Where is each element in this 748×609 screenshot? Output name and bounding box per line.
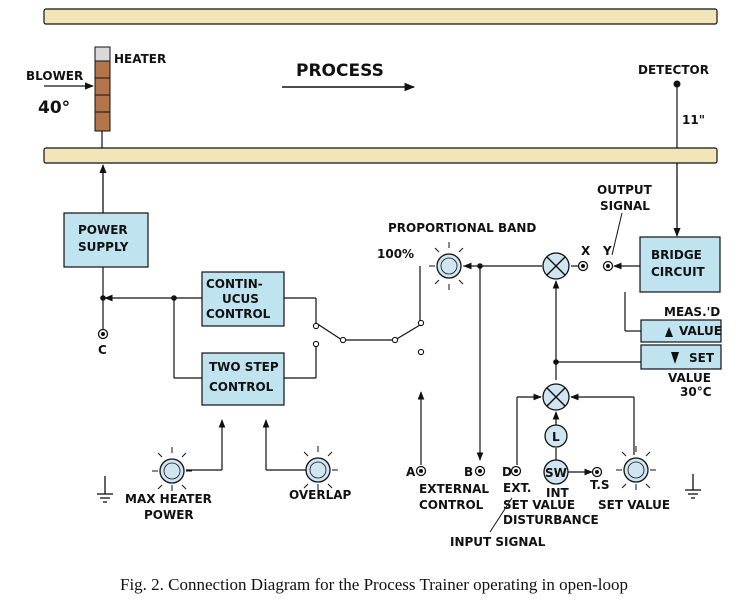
error-signal-line [463, 262, 542, 461]
detector-position-label: 11" [682, 113, 705, 127]
set-value-knob-label: SET VALUE [598, 498, 670, 512]
set-label: SET [689, 351, 715, 365]
max-heater-power-knob[interactable] [152, 447, 192, 491]
input-signal-pointer [489, 497, 513, 533]
bridge-circuit-label-2: CIRCUIT [651, 265, 706, 279]
terminal-c [97, 328, 109, 340]
heater-element [94, 46, 111, 148]
control-output-bus [102, 267, 202, 379]
two-step-control-label-2: CONTROL [209, 380, 274, 394]
bus-junction-1 [171, 295, 177, 301]
measured-label: MEAS.'D [664, 305, 720, 319]
terminal-d [510, 465, 522, 477]
bridge-circuit-label-1: BRIDGE [651, 248, 702, 262]
overlap-knob[interactable] [298, 446, 338, 490]
ext-label: EXT. [503, 481, 531, 495]
set-value-knob[interactable] [616, 446, 656, 490]
blower-temp-label: 40° [38, 98, 70, 118]
switch-contacts [312, 319, 425, 356]
external-control-label-2: CONTROL [419, 498, 484, 512]
power-supply-box [63, 212, 149, 268]
measured-value-label: VALUE [679, 324, 722, 338]
terminal-ts-label: T.S [590, 478, 610, 492]
process-label: PROCESS [296, 61, 384, 81]
set-value-label-2: 30°C [680, 385, 712, 399]
continuous-control-label-3: CONTROL [206, 307, 271, 321]
continuous-control-box [201, 271, 285, 327]
terminal-x [577, 260, 589, 272]
lower-summing-inputs [516, 393, 635, 465]
overlap-label: OVERLAP [289, 488, 352, 502]
power-supply-label-2: SUPPLY [78, 240, 129, 254]
max-heater-power-label-2: POWER [144, 508, 194, 522]
measured-up-icon [665, 327, 673, 337]
detector-probe [673, 80, 681, 148]
set-value-box [640, 344, 722, 370]
heater-label: HEATER [114, 52, 166, 66]
error-signal-junction [477, 263, 483, 269]
terminal-a-label: A [406, 465, 416, 479]
pipe-bottom-wall [43, 147, 718, 164]
input-signal-label: INPUT SIGNAL [450, 535, 546, 549]
terminal-b-label: B [464, 465, 473, 479]
bridge-circuit-box [639, 236, 721, 293]
max-heater-power-label-1: MAX HEATER [125, 492, 212, 506]
two-step-control-label-1: TWO STEP [209, 360, 279, 374]
set-value-label-1: VALUE [668, 371, 711, 385]
terminal-y-label: Y [602, 244, 612, 258]
ground-symbol-left [97, 476, 113, 503]
external-control-label-1: EXTERNAL [419, 482, 489, 496]
continuous-control-label-2: UCUS [222, 292, 259, 306]
terminal-b [474, 465, 486, 477]
power-supply-label-1: POWER [78, 223, 128, 237]
proportional-band-100-label: 100% [377, 247, 414, 261]
pipe-top-wall [43, 8, 718, 25]
measured-set-lines [556, 292, 641, 363]
lamp-l-label: L [552, 430, 560, 444]
mode-selector-switch [284, 266, 421, 379]
detector-label: DETECTOR [638, 63, 709, 77]
continuous-control-label-1: CONTIN- [206, 277, 263, 291]
set-down-icon [671, 352, 679, 364]
terminal-x-label: X [581, 244, 591, 258]
lower-summing-junction [542, 383, 570, 411]
proportional-band-knob[interactable] [429, 242, 469, 290]
lamp-l [544, 424, 568, 448]
set-signal-junction [553, 359, 559, 365]
two-step-control-box [201, 352, 285, 406]
output-signal-pointer [611, 212, 623, 256]
set-value-disturbance-label-1: SET VALUE [503, 498, 575, 512]
terminal-c-label: C [98, 343, 107, 357]
int-label: INT [546, 486, 570, 500]
terminal-ts [591, 466, 603, 478]
upper-summing-junction [542, 252, 570, 280]
ground-symbol-right [685, 474, 701, 499]
terminal-a [415, 465, 427, 477]
set-value-disturbance-label-2: DISTURBANCE [503, 513, 599, 527]
figure-caption: Fig. 2. Connection Diagram for the Proce… [120, 575, 628, 594]
output-signal-label-1: OUTPUT [597, 183, 653, 197]
terminal-y [602, 260, 614, 272]
blower-label: BLOWER [26, 69, 83, 83]
proportional-band-label: PROPORTIONAL BAND [388, 221, 536, 235]
terminal-d-label: D [502, 465, 512, 479]
bus-junction-2 [100, 295, 106, 301]
output-signal-label-2: SIGNAL [600, 199, 650, 213]
sw-switch-label: SW [545, 466, 567, 480]
